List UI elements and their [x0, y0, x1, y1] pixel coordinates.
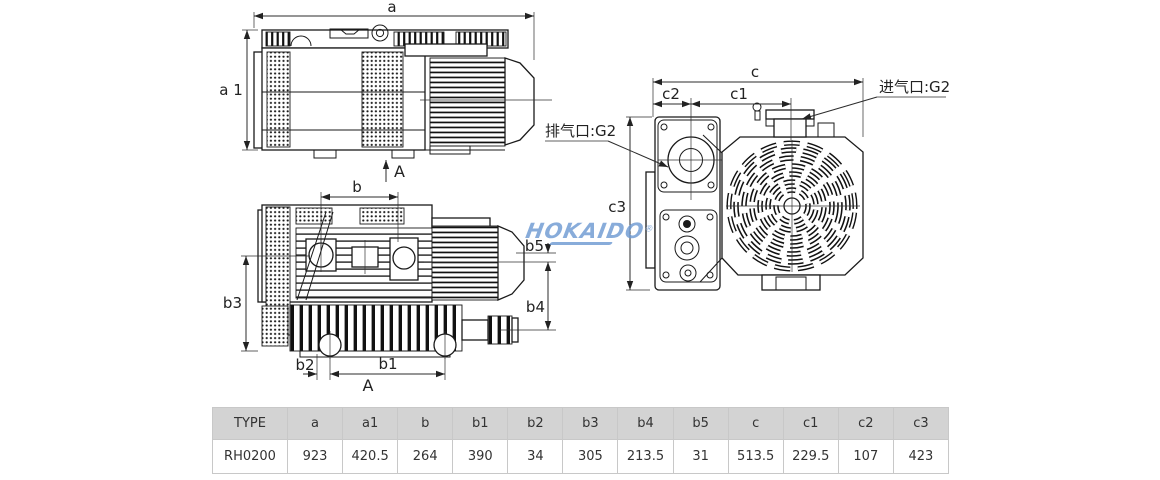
cell-c3: 423	[892, 439, 950, 474]
intake-port	[752, 102, 835, 138]
perforated-panel	[266, 51, 291, 148]
cell-b4: 213.5	[617, 439, 674, 474]
dim-b4-label: b4	[526, 298, 545, 316]
header-c2: c2	[837, 407, 894, 440]
cell-c: 513.5	[727, 439, 784, 474]
header-a1: a1	[342, 407, 399, 440]
dim-c3-label: c3	[608, 198, 626, 216]
header-c: c	[727, 407, 784, 440]
cell-c2: 107	[837, 439, 894, 474]
exhaust-port-label: 排气口:G2	[545, 122, 616, 140]
cell-b5: 31	[672, 439, 729, 474]
dim-b5-label: b5	[525, 237, 544, 255]
header-b: b	[397, 407, 454, 440]
dim-b2-label: b2	[295, 356, 314, 374]
motor-fins	[429, 57, 506, 147]
dim-c1-label: c1	[730, 85, 748, 103]
cell-b1: 390	[452, 439, 509, 474]
cell-b3: 305	[562, 439, 619, 474]
header-b4: b4	[617, 407, 674, 440]
dimension-table: TYPE a a1 b b1 b2 b3 b4 b5 c c1 c2 c3 RH…	[212, 407, 950, 474]
exhaust-leader-line	[607, 140, 669, 168]
cell-b: 264	[397, 439, 454, 474]
oil-fill-cap	[683, 220, 691, 228]
oil-drain	[679, 264, 697, 282]
dim-c2-label: c2	[662, 85, 680, 103]
side-view-a: a a 1 A	[219, 0, 552, 182]
header-c3: c3	[892, 407, 950, 440]
cell-c1: 229.5	[782, 439, 839, 474]
fan-grille	[726, 140, 860, 272]
end-view: c c2 c1 c3 排气口:G2 进气口:G2	[545, 63, 950, 291]
cell-a1: 420.5	[342, 439, 399, 474]
dim-b-label: b	[352, 178, 362, 196]
intake-leader-line	[801, 96, 878, 120]
view-a-label-1: A	[394, 162, 405, 181]
header-type: TYPE	[212, 407, 288, 440]
dim-b3-label: b3	[223, 294, 242, 312]
oil-sight-glass	[674, 235, 700, 261]
port-circle-right	[392, 246, 416, 270]
cell-type: RH0200	[212, 439, 288, 474]
header-b1: b1	[452, 407, 509, 440]
table-header-row: TYPE a a1 b b1 b2 b3 b4 b5 c c1 c2 c3	[212, 407, 950, 440]
dim-a-label: a	[387, 0, 396, 16]
header-a: a	[286, 407, 344, 440]
cell-b2: 34	[507, 439, 564, 474]
header-b2: b2	[507, 407, 564, 440]
table-row: RH0200 923 420.5 264 390 34 305 213.5 31…	[212, 439, 950, 474]
dim-c-label: c	[751, 63, 759, 81]
header-c1: c1	[782, 407, 839, 440]
dim-b1-label: b1	[378, 355, 397, 373]
header-b5: b5	[672, 407, 729, 440]
dim-a1-label: a 1	[219, 81, 243, 99]
cell-a: 923	[286, 439, 344, 474]
view-a-label-2: A	[363, 376, 374, 395]
header-b3: b3	[562, 407, 619, 440]
intake-port-label: 进气口:G2	[879, 78, 950, 96]
side-view-b: b b3 b5 b4 b2 b1 A	[223, 178, 556, 395]
